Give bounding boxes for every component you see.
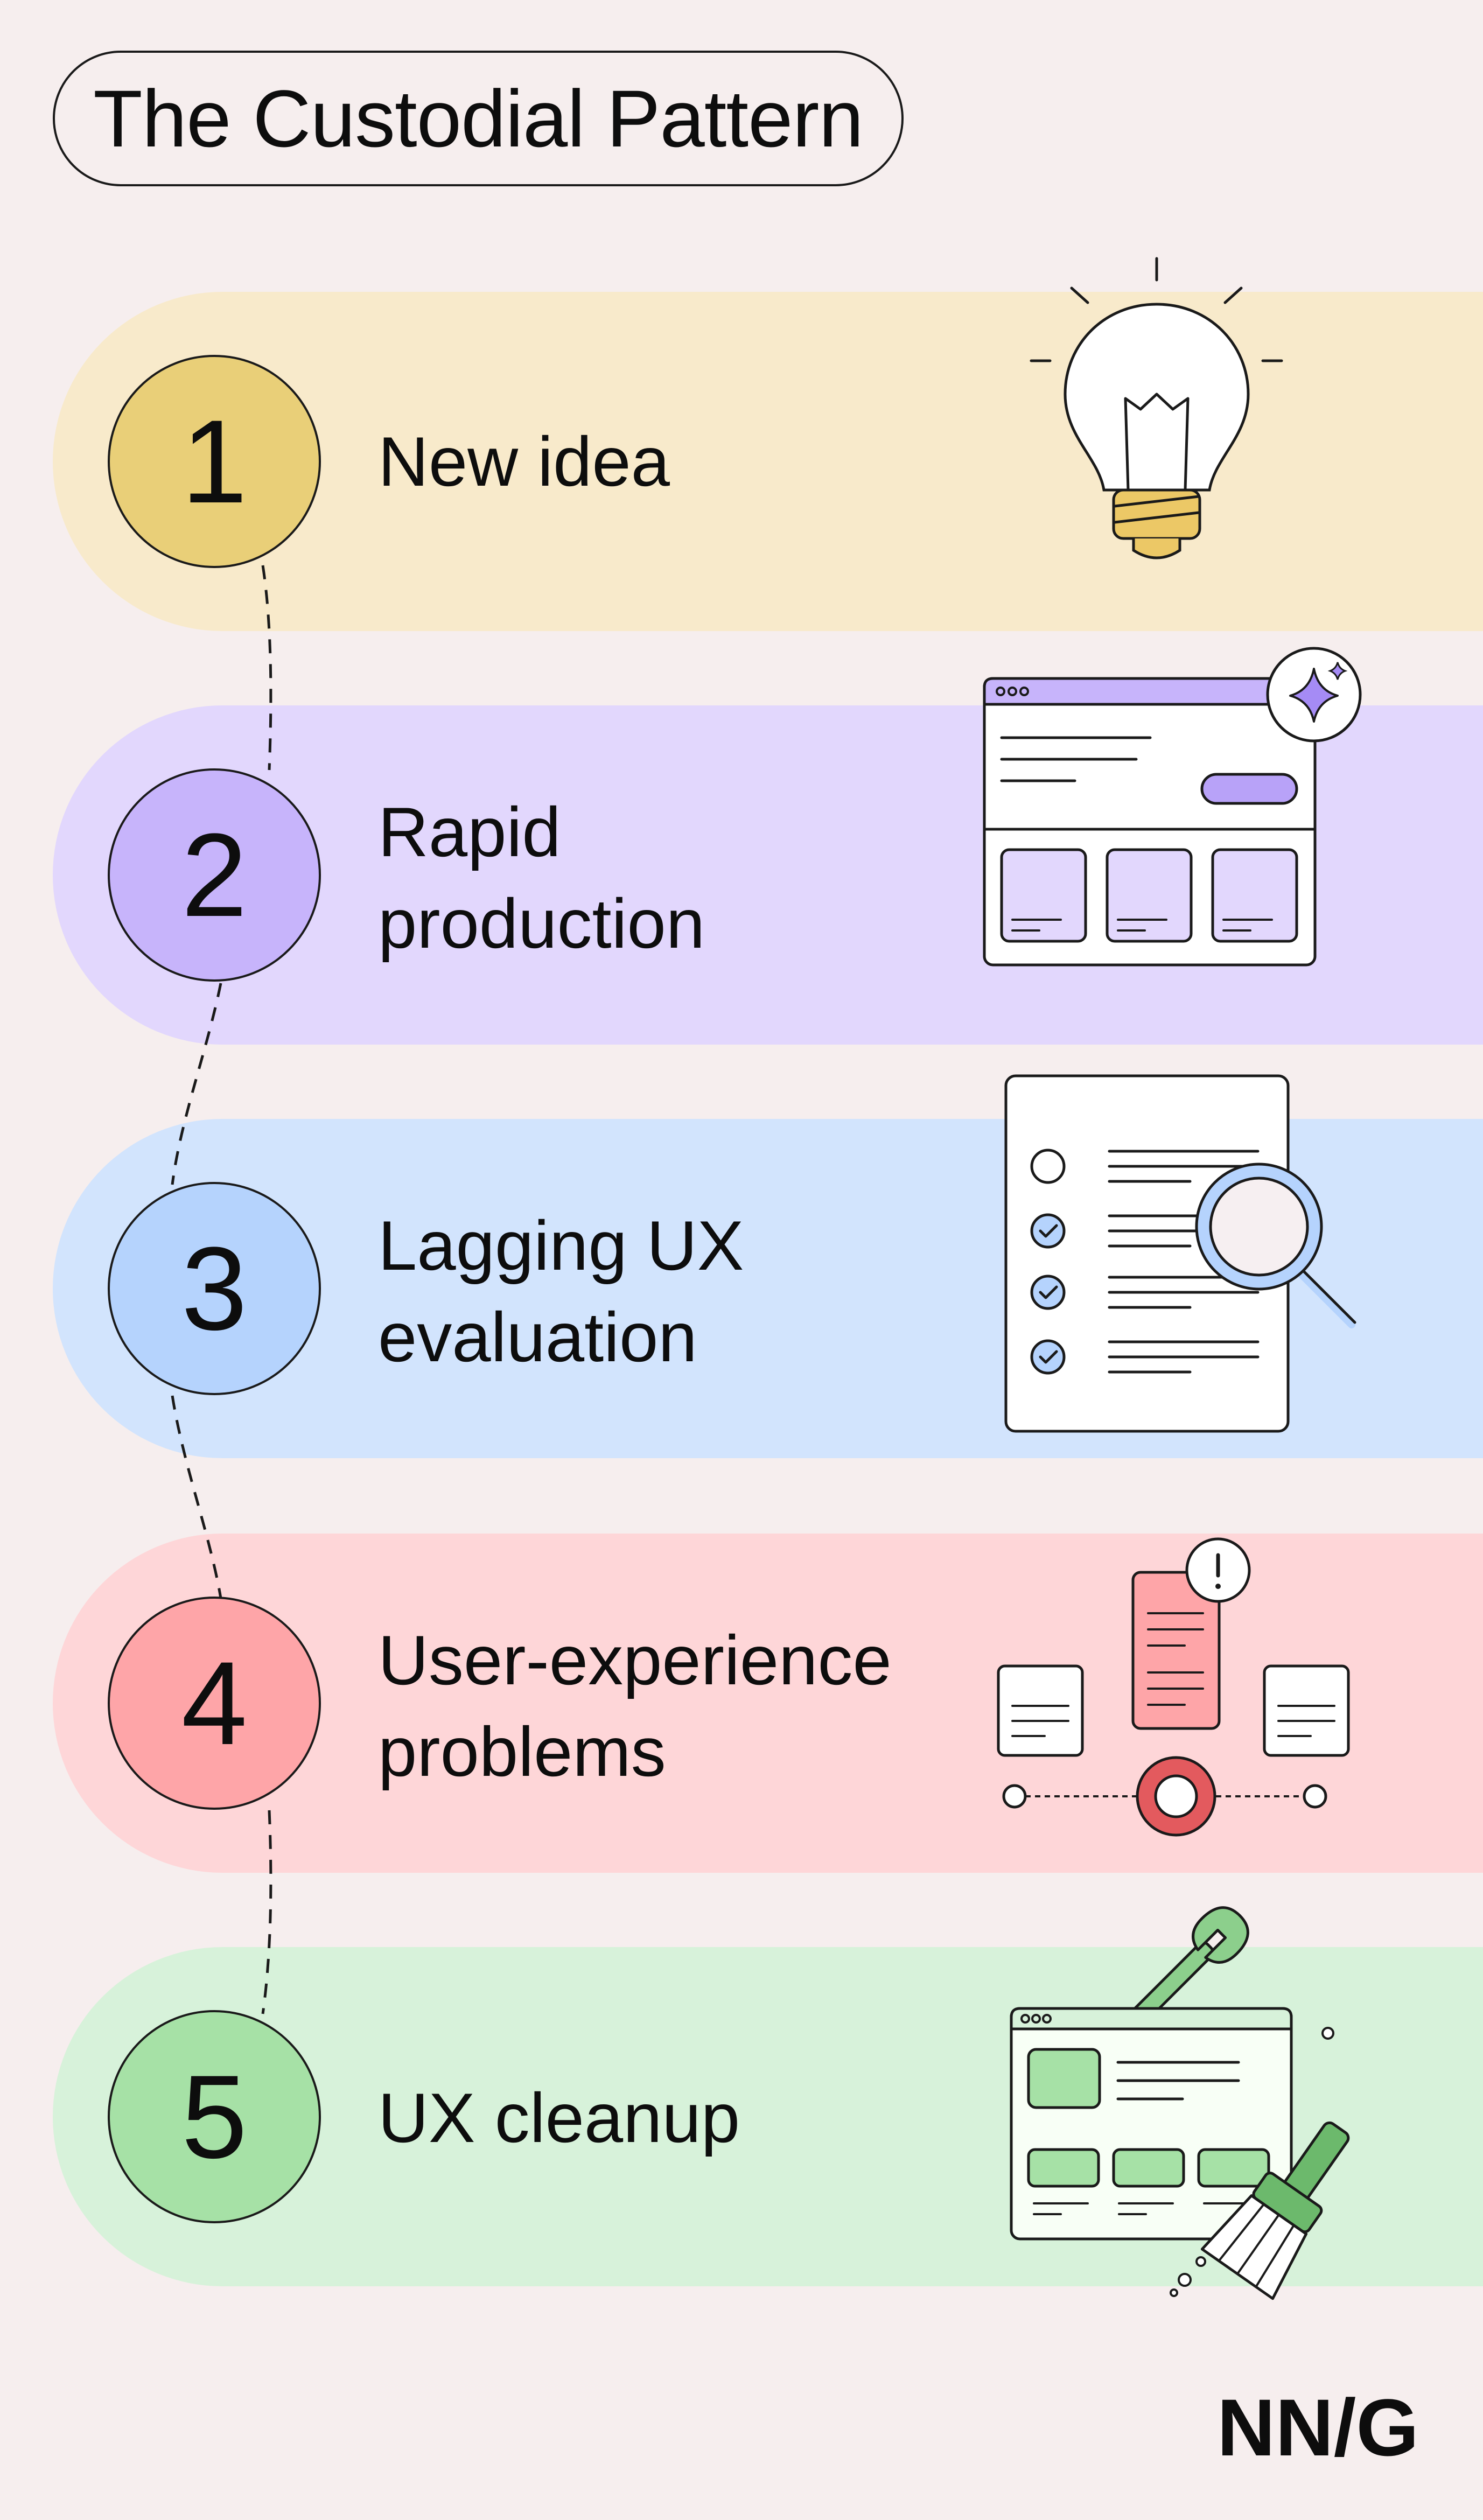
checklist-magnifier-icon <box>1004 1074 1356 1433</box>
step-number-5: 5 <box>108 2010 321 2223</box>
nng-logo: NN/G <box>1217 2391 1419 2472</box>
website-repair-icon <box>1010 1906 1350 2300</box>
step-label-line: problems <box>378 1712 666 1791</box>
step-number-4: 4 <box>108 1597 321 1810</box>
step-label-line: User-experience <box>378 1621 892 1699</box>
step-label-4: User-experience problems <box>378 1614 892 1797</box>
step-label-line: evaluation <box>378 1298 697 1376</box>
step-label-line: production <box>378 884 705 963</box>
step-label-line: UX cleanup <box>378 2078 740 2157</box>
step-label-line: New idea <box>378 422 670 501</box>
step-number-2: 2 <box>108 768 321 982</box>
page-title: The Custodial Pattern <box>53 51 904 186</box>
logo-text: NN/G <box>1217 2391 1419 2472</box>
website-sparkle-icon <box>983 647 1362 967</box>
step-label-1: New idea <box>378 416 670 507</box>
step-number-3: 3 <box>108 1182 321 1395</box>
step-label-line: Rapid <box>378 793 561 871</box>
step-number-1: 1 <box>108 355 321 568</box>
step-label-line: Lagging UX <box>378 1206 744 1285</box>
step-label-3: Lagging UX evaluation <box>378 1200 744 1383</box>
step-label-5: UX cleanup <box>378 2072 740 2164</box>
error-flow-icon <box>997 1537 1350 1837</box>
step-label-2: Rapid production <box>378 786 705 969</box>
lightbulb-icon <box>1030 257 1283 559</box>
